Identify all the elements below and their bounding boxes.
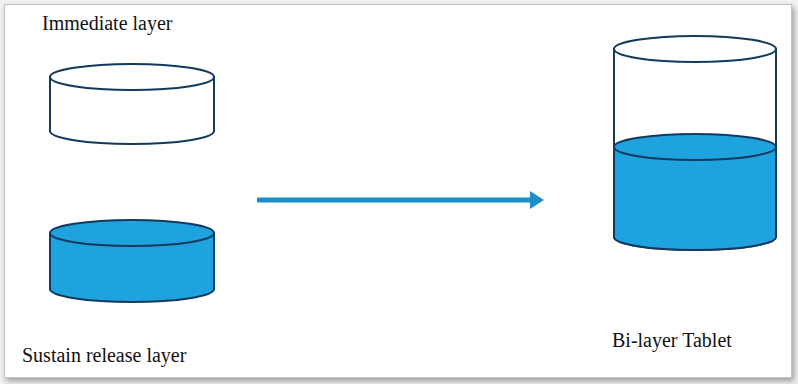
tablet-cylinder <box>48 218 216 304</box>
cylinder-top <box>50 220 214 246</box>
sustain-band <box>614 147 776 250</box>
tablet-layer: Sustain release layer <box>15 214 230 374</box>
cylinder-top <box>50 64 214 90</box>
arrow-head <box>530 191 544 209</box>
tablet-layer: Bi-layer Tablet <box>600 30 785 355</box>
process-arrow <box>257 198 532 203</box>
tablet-cylinder <box>48 62 216 146</box>
cylinder-top <box>614 36 776 62</box>
tablet-layer: Immediate layer <box>15 8 230 148</box>
band-top <box>614 134 776 160</box>
tablet-cylinder <box>612 34 778 252</box>
layer-label: Immediate layer <box>42 12 173 34</box>
layer-label: Bi-layer Tablet <box>612 329 732 351</box>
layer-label: Sustain release layer <box>22 344 186 366</box>
cylinder-body <box>614 49 776 250</box>
